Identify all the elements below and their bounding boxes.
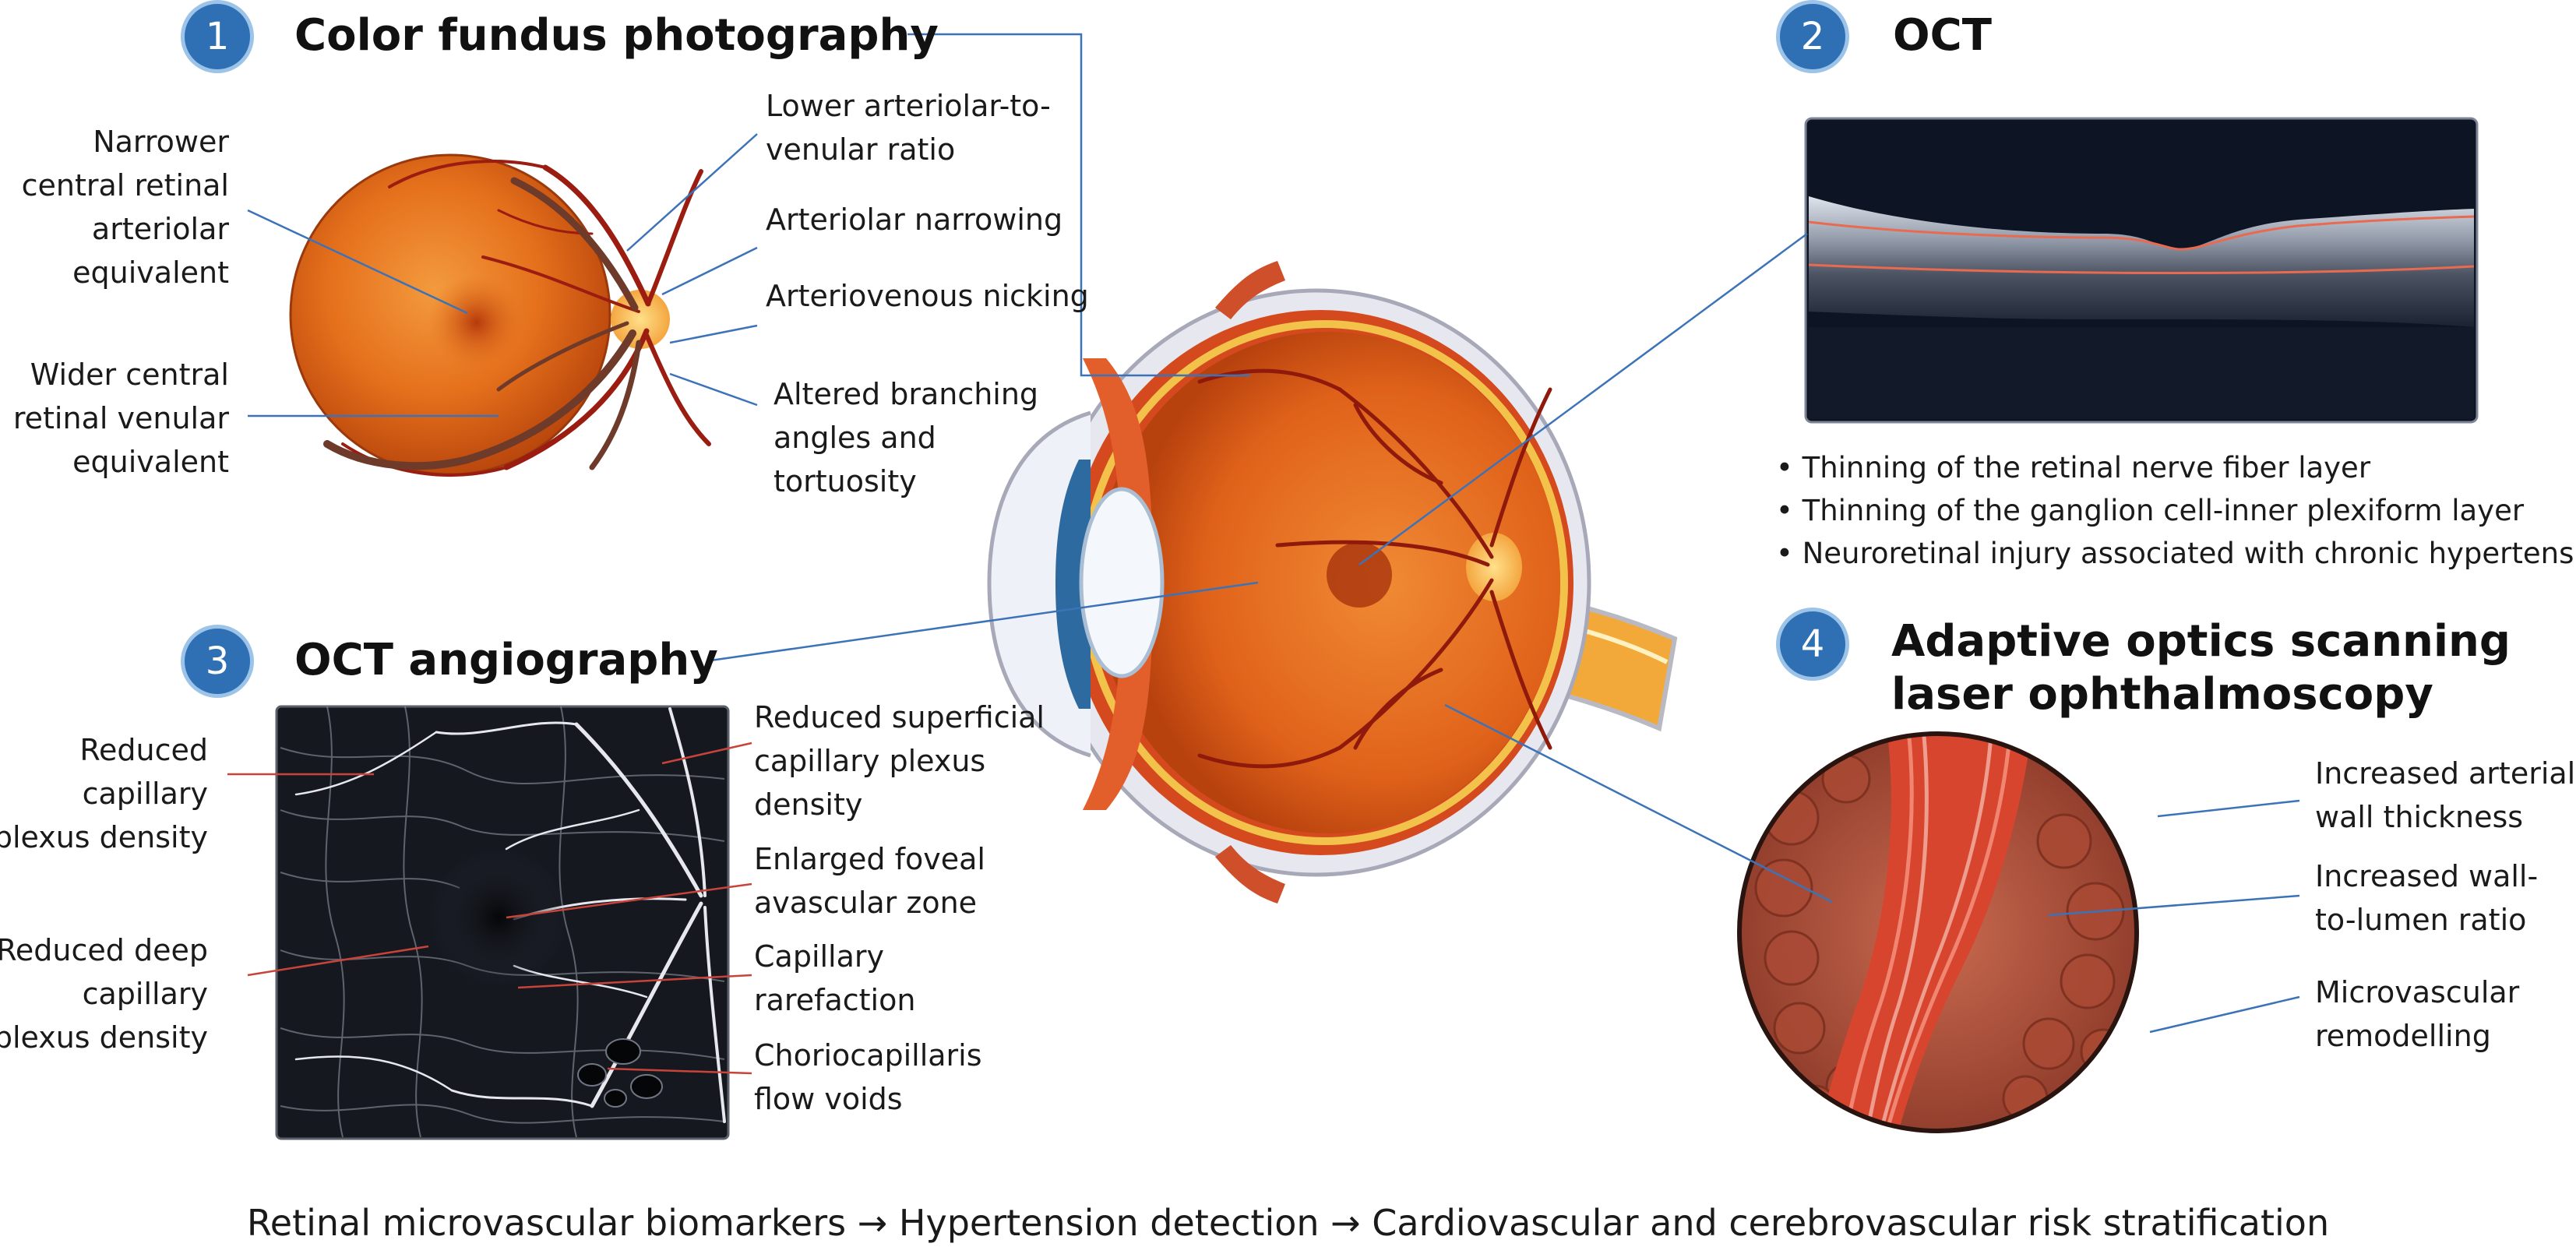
fundus-photo [289, 153, 711, 477]
label-wall-thickness: Increased arterial wall thickness [2315, 756, 2576, 834]
panel-4-title-line-2: laser ophthalmoscopy [1891, 669, 2433, 720]
panel-4-badge: 4 [1776, 608, 1849, 681]
label-superficial-density: Reduced superficial capillary plexus den… [754, 700, 1045, 822]
label-avr: Lower arteriolar-to- venular ratio [766, 89, 1051, 167]
eye-cross-section [987, 261, 1678, 904]
oct-scan [1804, 117, 2479, 424]
label-remodelling: Microvascular remodelling [2315, 975, 2520, 1053]
footer-summary: Retinal microvascular biomarkers → Hyper… [246, 1202, 2330, 1244]
panel-4-title: Adaptive optics scanning laser ophthalmo… [1891, 615, 2511, 721]
oct-findings-list: • Thinning of the retinal nerve fiber la… [1776, 446, 2576, 575]
label-wall-lumen-ratio: Increased wall- to-lumen ratio [2315, 859, 2539, 937]
octa-image [275, 705, 730, 1140]
label-reduced-capillary-density: Reduced capillary plexus density [0, 733, 208, 854]
label-av-nicking: Arteriovenous nicking [766, 279, 1089, 313]
aoslo-image [1737, 731, 2139, 1133]
oct-finding: • Thinning of the retinal nerve fiber la… [1776, 451, 2371, 484]
label-arteriolar-narrowing: Arteriolar narrowing [766, 203, 1063, 237]
label-wider-crve: Wider central retinal venular equivalent [12, 358, 229, 479]
panel-3-title: OCT angiography [294, 635, 718, 685]
panel-2-badge: 2 [1776, 0, 1849, 73]
panel-2-title: OCT [1893, 10, 1992, 61]
panel-4-title-line-1: Adaptive optics scanning [1891, 616, 2511, 667]
label-reduced-deep-density: Reduced deep capillary plexus density [0, 933, 208, 1055]
label-flow-voids: Choriocapillaris flow voids [754, 1038, 982, 1116]
panel-3-badge: 3 [181, 625, 254, 698]
leader-lines [227, 33, 2300, 1075]
label-branching: Altered branching angles and tortuosity [774, 377, 1039, 498]
oct-finding: • Neuroretinal injury associated with ch… [1776, 537, 2576, 570]
panel-1-badge: 1 [181, 0, 254, 73]
oct-finding: • Thinning of the ganglion cell-inner pl… [1776, 494, 2525, 527]
label-foveal-zone: Enlarged foveal avascular zone [754, 842, 985, 920]
label-capillary-rarefaction: Capillary rarefaction [754, 939, 916, 1017]
panel-1-title: Color fundus photography [294, 10, 939, 61]
label-narrower-crae: Narrower central retinal arteriolar equi… [21, 125, 229, 290]
